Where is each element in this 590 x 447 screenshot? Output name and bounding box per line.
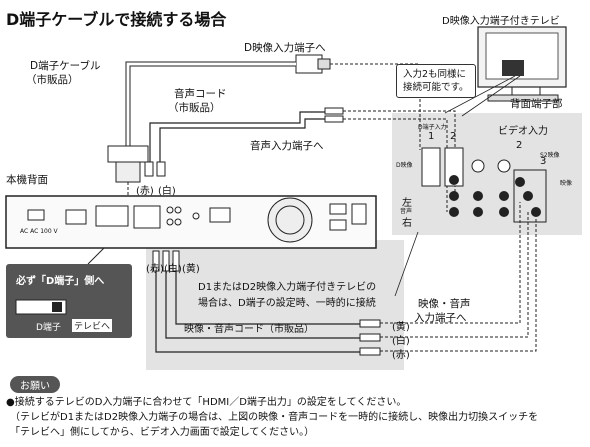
input2-note-line-1: 入力2も同様に xyxy=(403,69,467,80)
tv-label: D映像入力端子付きテレビ xyxy=(442,16,560,27)
input-number-1: 1 xyxy=(428,131,435,142)
d-cable-unit-plug xyxy=(107,145,149,200)
s2-video-terminal: S2映像 xyxy=(540,152,560,159)
input-number-3: 3 xyxy=(540,156,547,167)
input2-note-line-2: 接続可能です。 xyxy=(403,82,469,93)
instruction-line-1: ●接続するテレビのD入力端子に合わせて「HDMI／D端子出力」の設定をしてくださ… xyxy=(6,397,407,408)
video-input-label: ビデオ入力 xyxy=(498,126,548,137)
switch-d-terminal-label: D端子 xyxy=(36,323,61,333)
av-plug-white: (白) xyxy=(164,264,182,275)
d-terminal-input-label: D端子入力 xyxy=(418,124,447,131)
tv-rear-terminals xyxy=(421,147,547,223)
audio-cord-store: （市販品） xyxy=(168,102,221,114)
av-plug-red: (赤) xyxy=(146,264,164,275)
audio-terminal: 音声 xyxy=(400,208,413,215)
instruction-line-3: 「テレビへ」側にしてから、ビデオ入力画面で設定してください。） xyxy=(10,427,315,438)
unit-back-label: 本機背面 xyxy=(6,174,48,186)
request-badge: お願い xyxy=(10,376,60,393)
input-number-2: 2 xyxy=(450,131,457,142)
input2-note: 入力2も同様に 接続可能です。 xyxy=(396,64,476,98)
audio-plug-red: (赤) xyxy=(136,186,154,197)
video-terminal: 映像 xyxy=(560,180,573,187)
switch-tv-label: テレビへ xyxy=(72,319,113,332)
av-cord xyxy=(152,250,381,356)
d1d2-note-line-2: 場合は、D端子の設定時、一時的に接続 xyxy=(198,298,376,309)
d1d2-note-line-1: D1またはD2映像入力端子付きテレビの xyxy=(198,282,377,293)
unit-back xyxy=(5,195,377,249)
av-in-line-1: 映像・音声 xyxy=(418,298,471,310)
d-cable-store: （市販品） xyxy=(26,74,79,86)
must-d-terminal: 必ず「D端子」側へ xyxy=(16,276,105,287)
audio-in-label: 音声入力端子へ xyxy=(250,140,324,152)
av-out-red: (赤) xyxy=(392,350,410,361)
tv-icon xyxy=(444,26,567,117)
instruction-line-2: （テレビがD1またはD2映像入力端子の場合は、上図の映像・音声コードを一時的に接… xyxy=(10,412,539,423)
d-cable-label: D端子ケーブル xyxy=(30,60,101,72)
rear-terminal-label: 背面端子部 xyxy=(510,98,563,110)
av-in-line-2: 入力端子へ xyxy=(414,312,467,324)
audio-cord-label: 音声コード xyxy=(174,88,227,100)
right-terminal: 右 xyxy=(402,218,412,229)
ac-label: AC AC 100 V xyxy=(20,228,58,235)
input-number-2b: 2 xyxy=(516,140,523,151)
page-title: D端子ケーブルで接続する場合 xyxy=(6,10,227,29)
av-out-yellow: (黄) xyxy=(392,322,410,333)
av-cord-label: 映像・音声コード（市販品） xyxy=(184,324,314,335)
audio-plug-white: (白) xyxy=(158,186,176,197)
left-terminal: 左 xyxy=(402,198,412,209)
d-video-in-label: D映像入力端子へ xyxy=(244,42,326,54)
av-plug-yellow: (黄) xyxy=(182,264,200,275)
d-video-terminal: D映像 xyxy=(396,162,413,169)
av-out-white: (白) xyxy=(392,336,410,347)
